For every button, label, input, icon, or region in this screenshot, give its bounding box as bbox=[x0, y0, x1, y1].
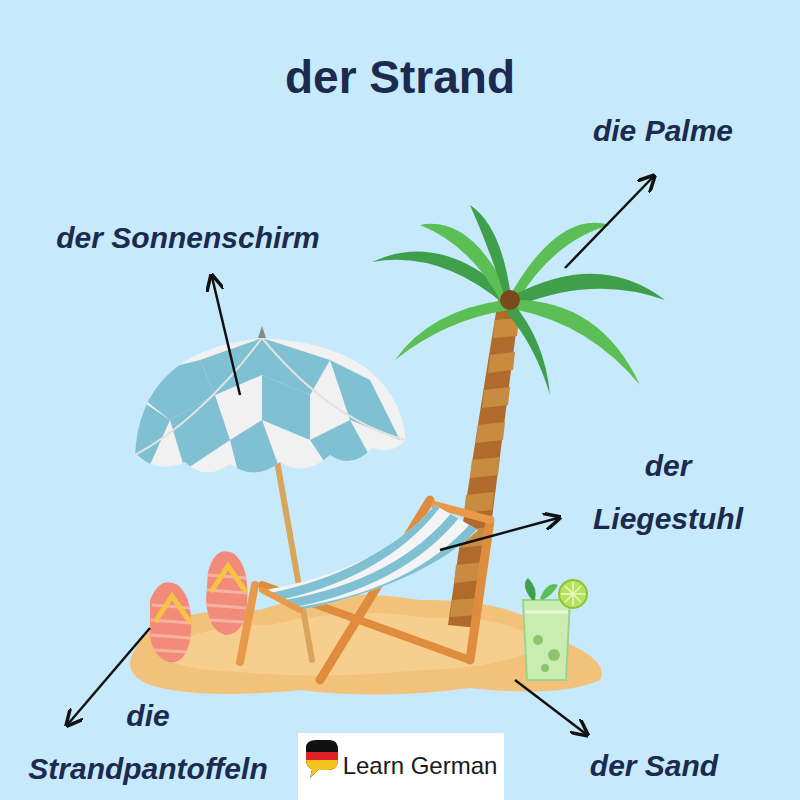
cocktail-glass bbox=[523, 578, 587, 680]
logo-badge bbox=[298, 733, 504, 800]
diagram-title: der Strand bbox=[285, 50, 515, 105]
logo-watermark: Learn German bbox=[343, 752, 498, 781]
vocab-label: die Strandpantoffeln bbox=[5, 690, 291, 795]
vocab-label: der Sand bbox=[590, 740, 718, 793]
vocab-label: der Sonnenschirm bbox=[56, 212, 319, 265]
umbrella-pole bbox=[276, 455, 312, 660]
deck-chair bbox=[240, 495, 490, 680]
vocab-label: die Palme bbox=[593, 105, 733, 158]
palm-leaves bbox=[372, 205, 665, 395]
umbrella-canopy bbox=[130, 326, 415, 490]
leader-arrows bbox=[68, 177, 653, 734]
flip-flops bbox=[150, 551, 247, 662]
vocab-label: der Liegestuhl bbox=[568, 440, 768, 545]
